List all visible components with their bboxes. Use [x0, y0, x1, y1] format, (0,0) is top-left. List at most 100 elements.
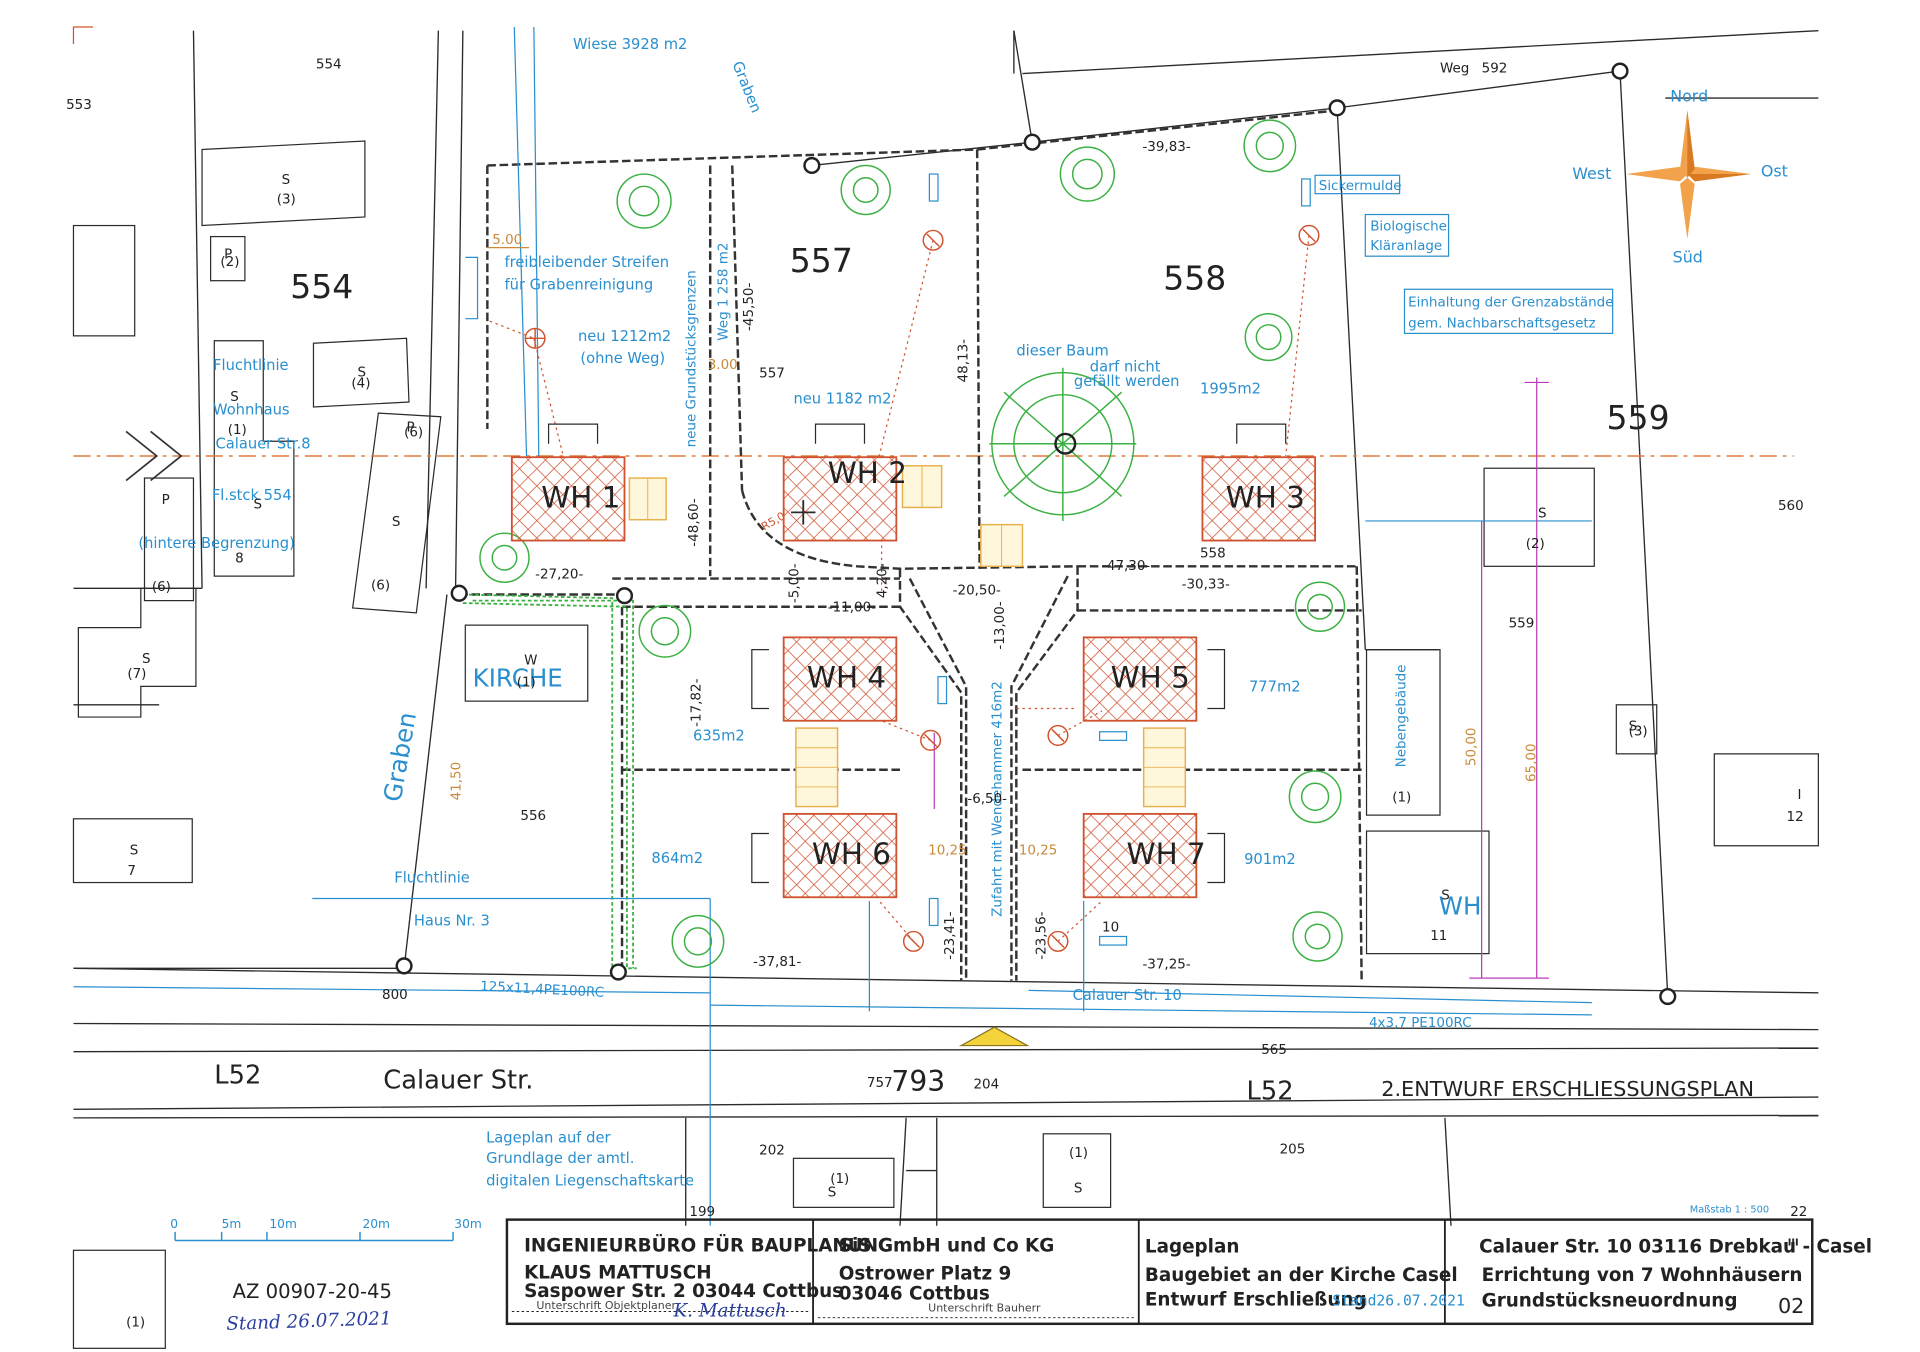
client-name: SiS GmbH und Co KG [839, 1235, 1055, 1256]
parcel-204: 204 [973, 1076, 999, 1092]
dim-3-00: 3.00 [708, 357, 738, 373]
building-mark: S [828, 1184, 837, 1200]
free-strip-line2: für Grabenreinigung [504, 276, 653, 293]
house-wh6 [782, 812, 898, 899]
building-mark: P [224, 247, 232, 263]
project-address-sup: III [1788, 1237, 1799, 1248]
house-label-wh1: WH 1 [541, 480, 620, 514]
entrance-triangle [958, 1026, 1030, 1047]
parcel-558: 558 [1163, 258, 1226, 297]
office-signature: K. Mattusch [672, 1300, 786, 1321]
l52-right: L52 [1247, 1076, 1294, 1106]
building-mark: W [524, 652, 537, 668]
green-hedge [462, 593, 637, 970]
parcel-800: 800 [382, 987, 408, 1003]
building-mark: (1) [517, 674, 536, 690]
pink-dimensions [933, 377, 1549, 979]
parcel-565: 565 [1261, 1042, 1287, 1058]
survey-points [395, 62, 1677, 1006]
plot-boundaries [459, 109, 1363, 981]
tree-note-2: darf nicht [1090, 358, 1161, 375]
parcel-592: 592 [1482, 60, 1508, 76]
building-mark: (6) [371, 578, 390, 594]
building-mark: (2) [220, 254, 239, 270]
graben-top-label: Graben [729, 59, 765, 116]
weg-label: Weg [1440, 60, 1469, 76]
parcel-202: 202 [759, 1143, 785, 1159]
client-street: Ostrower Platz 9 [839, 1264, 1012, 1285]
office-owner: KLAUS MATTUSCH [524, 1262, 711, 1283]
massstab-label: Maßstab 1 : 500 [1690, 1204, 1769, 1215]
building-mark: (6) [152, 579, 171, 595]
boundary-note-2: gem. Nachbarschaftsgesetz [1408, 315, 1596, 331]
plan-phase: Entwurf Erschließung [1145, 1289, 1367, 1310]
water-lines [73, 26, 1592, 1226]
wiese-label: Wiese 3928 m2 [573, 36, 687, 53]
klaeranlage-line1: Biologische [1370, 218, 1447, 234]
haus-nr-3: Haus Nr. 3 [414, 912, 490, 929]
house-label-wh5: WH 5 [1111, 661, 1190, 695]
new-area-1182: neu 1182 m2 [793, 390, 891, 407]
office-address: Saspower Str. 2 03044 Cottbus [524, 1281, 843, 1302]
dim-45-50: -45,50- [741, 283, 757, 331]
trees [479, 119, 1346, 968]
new-boundaries-label: neue Grundstücksgrenzen [684, 270, 700, 447]
sickermulde-label: Sickermulde [1319, 178, 1402, 194]
house-label-wh4: WH 4 [807, 661, 886, 695]
dim-47-30: -47,30- [1102, 558, 1150, 574]
parcel-199: 199 [689, 1204, 715, 1220]
building-mark: (2) [1526, 536, 1545, 552]
klaeranlage-line2: Kläranlage [1370, 238, 1442, 254]
parcel-556: 556 [520, 808, 546, 824]
houses [510, 456, 1317, 899]
existing-buildings [72, 140, 1819, 1349]
parcel-554-top: 554 [316, 57, 342, 73]
lageplan-note-2: Grundlage der amtl. [486, 1150, 634, 1167]
parcel-553: 553 [66, 97, 92, 113]
dim-11-00: -11,00- [828, 600, 876, 616]
lageplan-note-3: digitalen Liegenschaftskarte [486, 1172, 694, 1189]
rear-boundary-label: (hintere Begrenzung) [138, 535, 294, 552]
dim-20-50: -20,50- [953, 582, 1001, 598]
house-dim-brackets [547, 423, 1287, 884]
parcel-557: 557 [790, 241, 853, 280]
dim-48-13: 48,13- [955, 339, 971, 383]
dim-41-50: 41,50 [448, 762, 464, 801]
building-mark: S [142, 651, 151, 667]
pipe-125-label: 125x11,4PE100RC [480, 978, 605, 1000]
l52-left: L52 [214, 1061, 261, 1091]
building-mark: 8 [235, 551, 244, 567]
house-label-wh3: WH 3 [1226, 480, 1305, 514]
area-864: 864m2 [651, 850, 703, 867]
weg1-label: Weg 1 258 m2 [715, 243, 731, 341]
building-mark: S [358, 364, 367, 380]
building-mark: 10 [1102, 920, 1119, 936]
building-mark: 11 [1430, 928, 1447, 944]
building-mark: 12 [1787, 809, 1804, 825]
building-mark: S [1441, 888, 1450, 904]
handwritten-stand: Stand 26.07.2021 [226, 1308, 392, 1335]
house-label-wh7: WH 7 [1127, 837, 1206, 871]
zufahrt-label: Zufahrt mit Wendehammer 416m2 [990, 681, 1006, 917]
dim-5-00: 5.00 [492, 232, 522, 248]
building-mark: S [130, 842, 139, 858]
calauer-8-label: Calauer Str.8 [216, 436, 311, 453]
office-signature-caption: Unterschrift Objektplaner [536, 1299, 676, 1312]
house-wh2 [782, 456, 898, 542]
dim-48-60: -48,60- [686, 498, 702, 546]
access-road [898, 566, 1079, 981]
dim-37-81: -37,81- [753, 954, 801, 970]
map-text: 554 553 554 557 557 558 558 559 559 560 … [66, 36, 1872, 1335]
building-mark: (7) [127, 666, 146, 682]
house-label-wh2: WH 2 [828, 456, 907, 490]
area-777: 777m2 [1249, 678, 1301, 695]
dim-13-00: -13,00- [992, 601, 1008, 649]
calauer-str-label: Calauer Str. [383, 1065, 533, 1095]
parcel-559: 559 [1607, 398, 1670, 437]
house-label-wh6: WH 6 [812, 837, 891, 871]
building-mark: (6) [404, 424, 423, 440]
plan-type: Lageplan [1145, 1237, 1240, 1258]
house-wh5 [1082, 636, 1198, 722]
arrow-marker [125, 430, 183, 482]
parcel-205: 205 [1280, 1141, 1306, 1157]
